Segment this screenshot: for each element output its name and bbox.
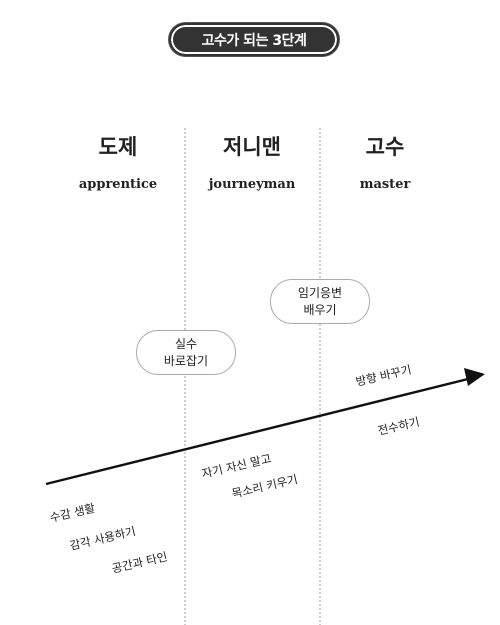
stage-journeyman-en: journeyman <box>208 177 296 192</box>
stage-master-en: master <box>359 177 411 192</box>
bubble-journeyman: 임기응변 배우기 <box>270 279 370 324</box>
stage-journeyman-ko: 저니맨 <box>223 134 281 159</box>
bubble-apprentice: 실수 바로잡기 <box>136 330 236 375</box>
diagram-title: 고수가 되는 3단계 <box>201 32 307 49</box>
growth-arrow-line <box>45 377 469 486</box>
stage-apprentice-en: apprentice <box>78 177 158 192</box>
bubble-journeyman-line-1: 임기응변 <box>297 285 343 300</box>
title-badge: 고수가 되는 3단계 <box>169 23 339 56</box>
bubble-journeyman-line-2: 배우기 <box>303 302 337 317</box>
stage-master-ko: 고수 <box>365 134 405 159</box>
bubble-apprentice-line-1: 실수 <box>174 336 198 351</box>
stage-apprentice-ko: 도제 <box>98 134 138 159</box>
growth-arrow-head <box>464 368 485 386</box>
bubble-apprentice-line-2: 바로잡기 <box>163 353 209 368</box>
